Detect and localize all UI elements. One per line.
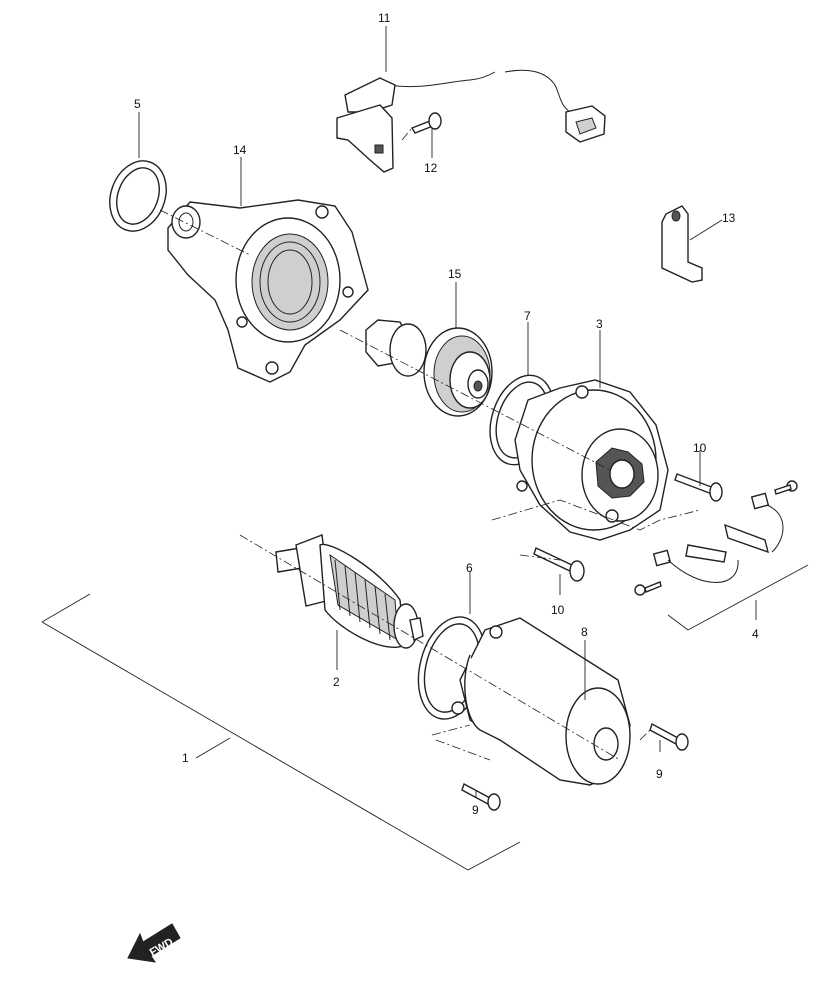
screw-part-12: [410, 112, 442, 134]
callout-9-right: 9: [656, 767, 663, 781]
callout-15: 15: [448, 267, 462, 281]
callout-2: 2: [333, 675, 340, 689]
fwd-arrow-icon: FWD: [127, 923, 181, 963]
callout-8: 8: [581, 625, 588, 639]
callout-10-lower: 10: [551, 603, 565, 617]
callout-14: 14: [233, 143, 247, 157]
callout-6: 6: [466, 561, 473, 575]
motor-housing-part-8: [451, 617, 631, 786]
group-bracket-4: [667, 564, 809, 631]
alignment-lines: [159, 127, 701, 761]
bolt-part-9-left: [461, 782, 501, 811]
callout-13: 13: [722, 211, 736, 225]
pinion-gear-part-15: [365, 319, 493, 417]
callout-9-left: 9: [472, 803, 479, 817]
callout-1: 1: [182, 751, 189, 765]
callout-7: 7: [524, 309, 531, 323]
brush-set-part-4: [634, 480, 798, 596]
armature-part-2: [275, 534, 424, 649]
wire-harness-part: [336, 69, 606, 173]
o-ring-part-5: [109, 160, 167, 232]
front-flange-part-14: [167, 199, 369, 383]
callout-12: 12: [424, 161, 438, 175]
callout-3: 3: [596, 317, 603, 331]
callout-11: 11: [378, 11, 391, 25]
rear-cover-part-3: [514, 379, 669, 541]
leader-lines: [138, 26, 757, 798]
callout-5: 5: [134, 97, 141, 111]
long-bolt-part-10-lower: [533, 547, 585, 582]
bolt-part-9-right: [649, 722, 689, 751]
callout-4: 4: [752, 627, 759, 641]
long-bolt-part-10-upper: [674, 473, 723, 502]
bracket-part-13: [661, 205, 703, 283]
callout-10-upper: 10: [693, 441, 707, 455]
group-bracket-1: [41, 593, 521, 871]
callout-labels: 1 2 3 4 5 6 7 8 9 9 10 10 11 12 13 14 15: [134, 11, 759, 817]
